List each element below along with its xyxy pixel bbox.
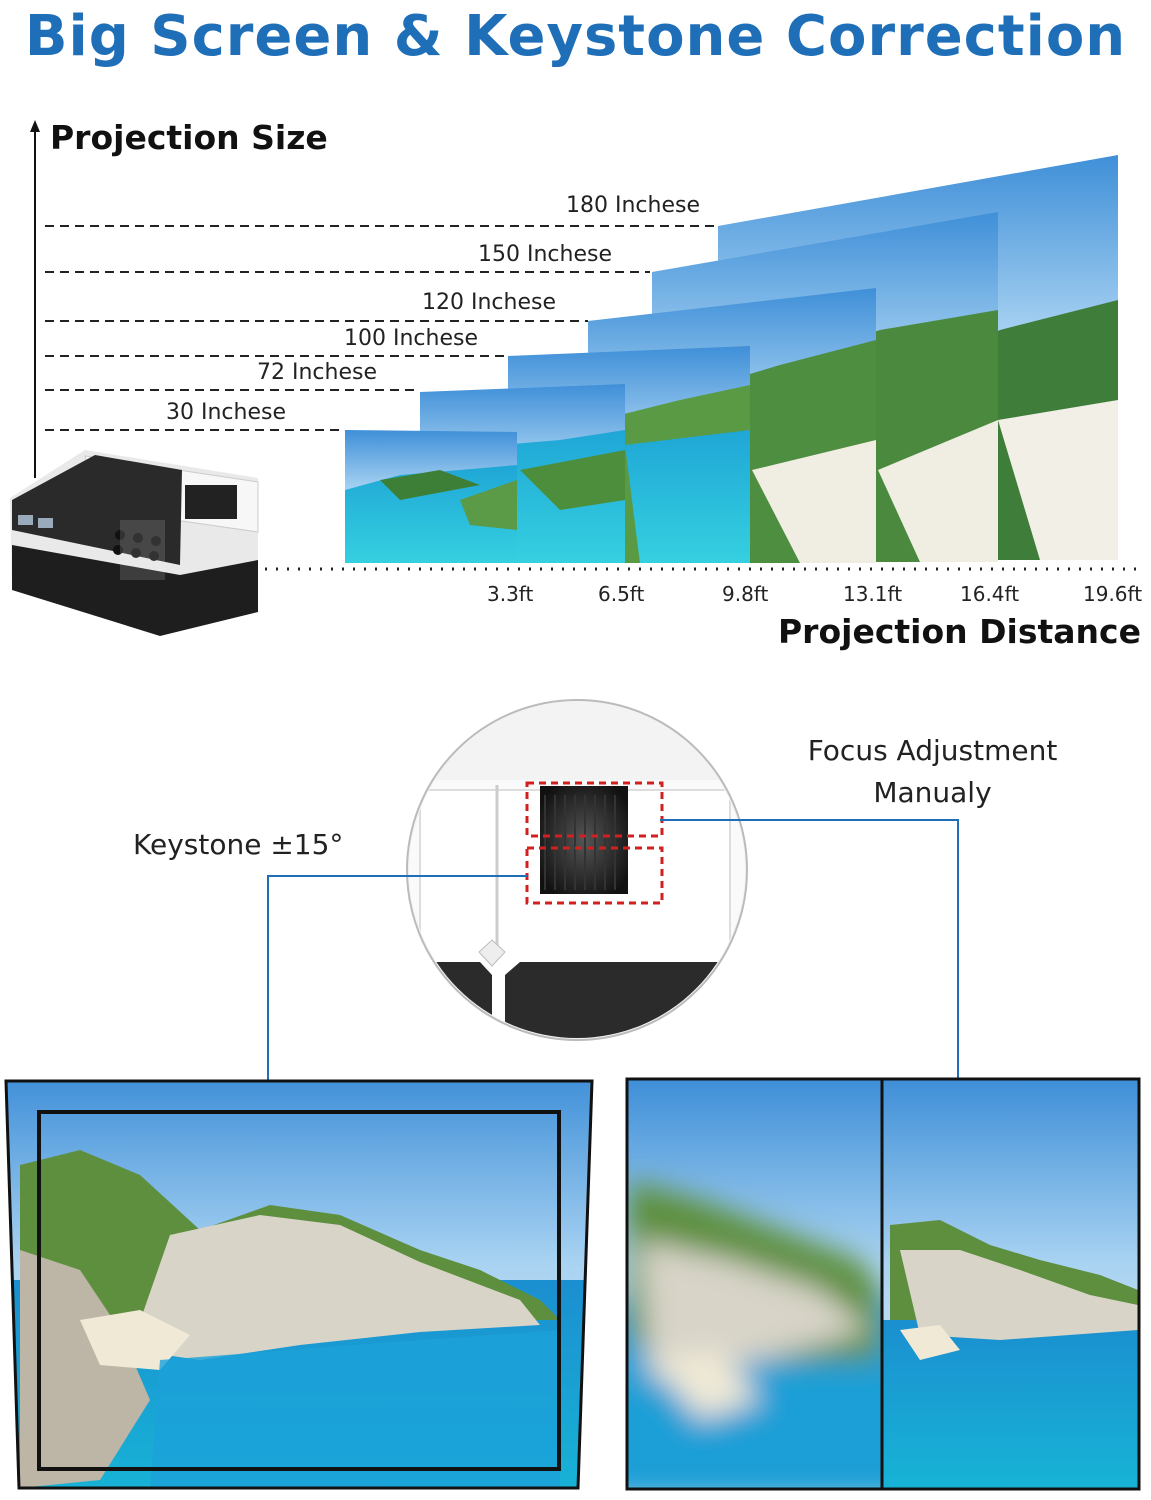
size-axis <box>30 120 40 478</box>
size-guides <box>45 225 718 431</box>
screen-30 <box>345 430 517 563</box>
focus-label-line2: Manualy <box>873 776 992 809</box>
projection-distance-label: Projection Distance <box>778 612 1141 651</box>
projected-screens <box>345 155 1118 563</box>
focus-adjustment-label: Focus Adjustment Manualy <box>790 730 1075 814</box>
lens-detail <box>406 699 748 1041</box>
size-label-120: 120 Inchese <box>422 290 556 315</box>
projection-size-label: Projection Size <box>50 118 328 157</box>
distance-label-16-4: 16.4ft <box>960 582 1020 606</box>
keystone-panel <box>4 1079 594 1490</box>
size-label-72: 72 Inchese <box>257 360 377 385</box>
focus-panel <box>625 1077 1141 1491</box>
distance-label-9-8: 9.8ft <box>722 582 769 606</box>
focus-label-line1: Focus Adjustment <box>807 734 1058 767</box>
size-label-100: 100 Inchese <box>344 326 478 351</box>
size-label-180: 180 Inchese <box>566 193 700 218</box>
projector <box>10 450 259 636</box>
distance-label-6-5: 6.5ft <box>598 582 645 606</box>
keystone-label: Keystone ±15° <box>133 828 344 861</box>
distance-label-13-1: 13.1ft <box>843 582 903 606</box>
size-label-150: 150 Inchese <box>478 242 612 267</box>
distance-label-3-3: 3.3ft <box>487 582 534 606</box>
distance-label-19-6: 19.6ft <box>1083 582 1143 606</box>
page-title: Big Screen & Keystone Correction <box>24 4 1127 69</box>
size-label-30: 30 Inchese <box>166 400 286 425</box>
callout-lines <box>267 819 959 1124</box>
